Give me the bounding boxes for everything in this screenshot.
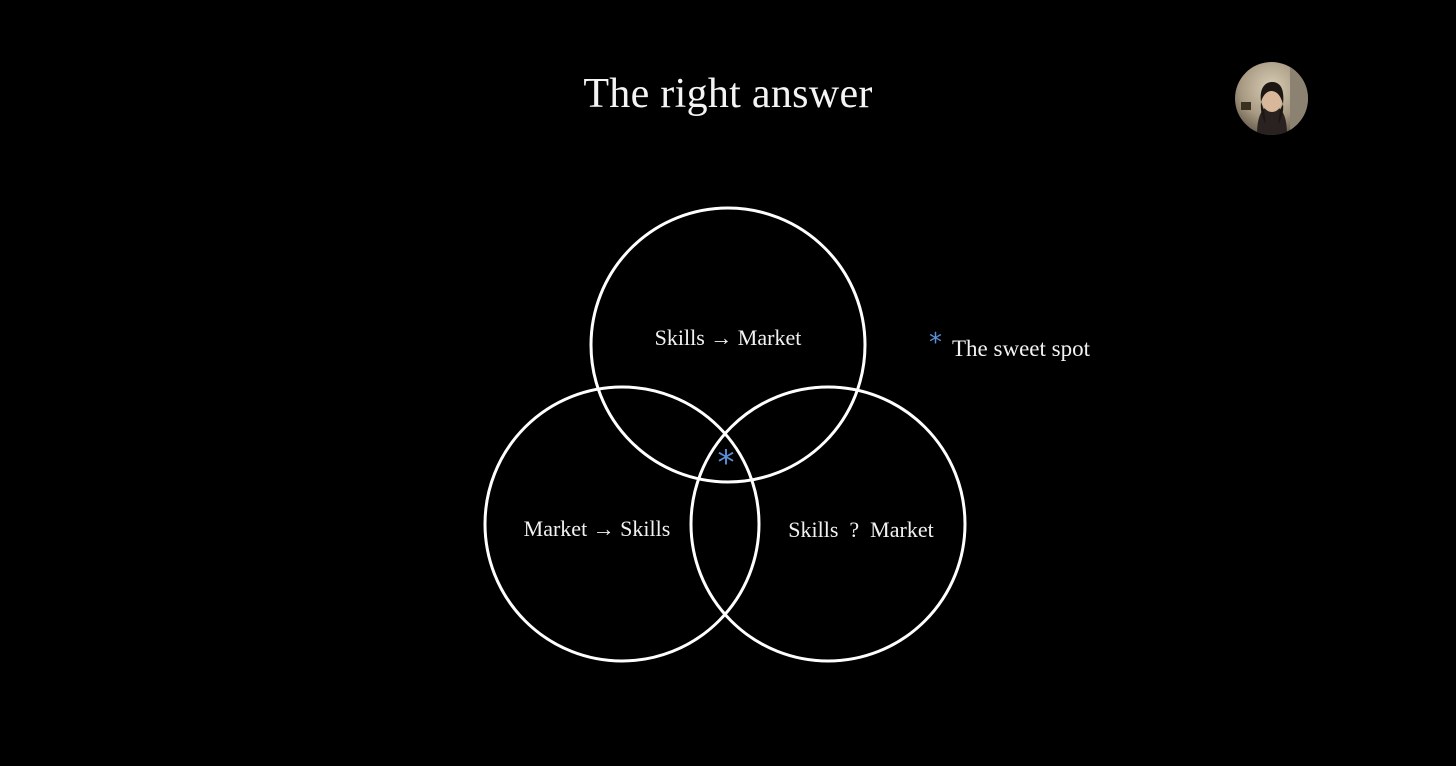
sweet-spot-asterisk-icon: *: [718, 443, 735, 483]
venn-label-skills-to-market: Skills → Market: [655, 325, 802, 350]
presenter-video-avatar[interactable]: [1235, 62, 1308, 135]
slide-title: The right answer: [583, 71, 873, 117]
venn-label-skills-question-market: Skills ? Market: [788, 517, 933, 542]
venn-circle-market-to-skills: [483, 385, 761, 663]
venn-circle-skills-question-market: [689, 385, 967, 663]
person-avatar-icon: [1235, 62, 1308, 135]
legend: * The sweet spot: [929, 330, 1090, 362]
legend-asterisk-icon: *: [929, 328, 942, 358]
venn-label-market-to-skills: Market → Skills: [524, 516, 671, 541]
venn-circle-skills-to-market: [589, 206, 867, 484]
legend-label: The sweet spot: [952, 336, 1090, 361]
